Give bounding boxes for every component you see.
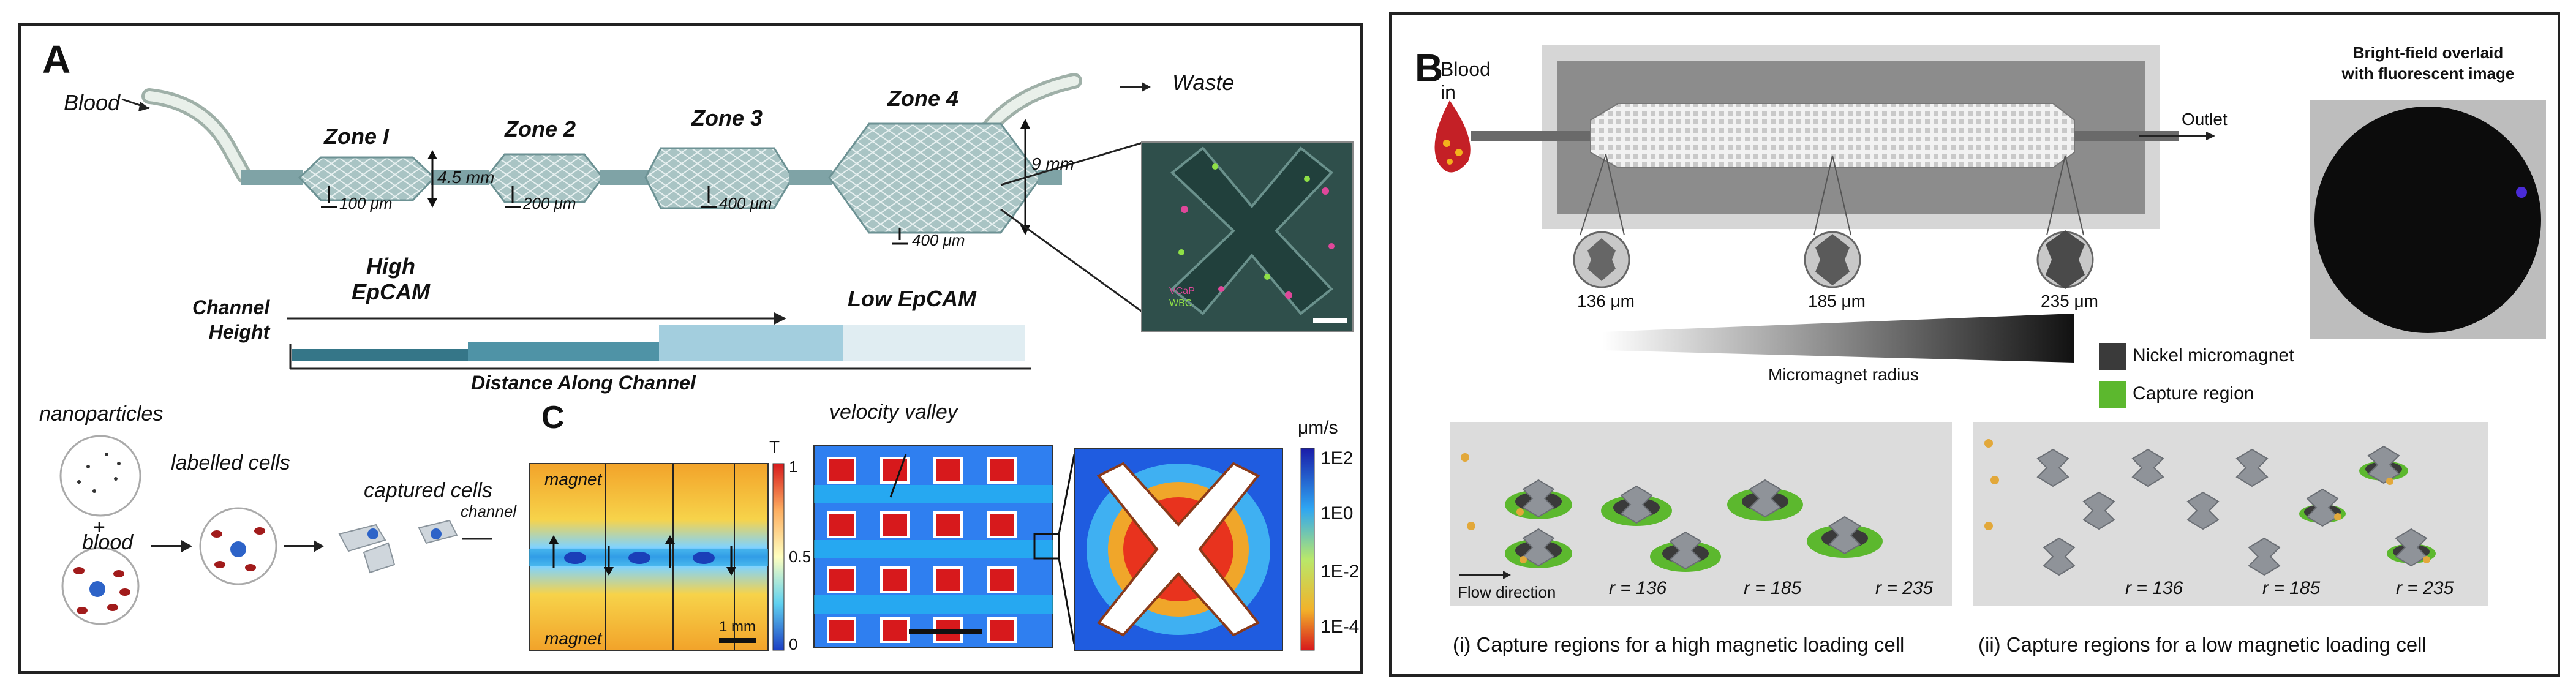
zone-3-label: Zone 3	[691, 105, 763, 130]
radius-235-label: 235 μm	[2041, 291, 2098, 310]
colorbar-t-unit: T	[769, 437, 780, 456]
r-label: r = 136	[2125, 578, 2183, 598]
colorbar-t-tick: 0.5	[789, 547, 812, 566]
channel-label: channel	[461, 502, 517, 520]
captured-cells-label: captured cells	[364, 479, 492, 502]
labelled-cells-label: labelled cells	[171, 451, 290, 475]
zone-2-label: Zone 2	[505, 116, 576, 141]
scale-bar-label: 1 mm	[719, 618, 756, 635]
micro-legend-vcap: VCaP	[1169, 286, 1195, 296]
plus-label: +	[93, 516, 105, 539]
magnet-bottom-label: magnet	[544, 629, 602, 648]
legend-item-capture-region: Capture region	[2133, 383, 2254, 404]
blood-in-label: Blood in	[1441, 58, 1491, 103]
nanoparticles-label: nanoparticles	[39, 402, 164, 426]
panel-a-letter: A	[42, 37, 71, 81]
panel-a: A Blood Waste	[18, 23, 1363, 674]
micro-legend-wbc: WBC	[1169, 298, 1192, 309]
blood-small-label: blood	[82, 531, 134, 554]
panel-b-letter: B	[1415, 46, 1444, 90]
channel-height-label: Channel Height	[192, 296, 270, 343]
blood-label: Blood	[64, 90, 121, 115]
flow-direction-label: Flow direction	[1458, 583, 1556, 601]
chip-diagram	[59, 73, 1354, 651]
micromagnet-radius-label: Micromagnet radius	[1768, 365, 1919, 384]
outlet-label: Outlet	[2182, 110, 2228, 129]
colorbar-v-tick: 1E2	[1320, 448, 1354, 468]
gap-label-3: 400 μm	[719, 194, 772, 212]
distance-label: Distance Along Channel	[471, 372, 696, 394]
caption-i: (i) Capture regions for a high magnetic …	[1453, 633, 1905, 656]
waste-label: Waste	[1172, 70, 1235, 95]
gap-label-2: 200 μm	[523, 194, 576, 212]
r-label: r = 235	[1875, 578, 1934, 598]
colorbar-v-unit: μm/s	[1298, 418, 1338, 438]
velocity-valley-label: velocity valley	[829, 400, 958, 424]
r-label: r = 185	[1744, 578, 1802, 598]
r-label: r = 136	[1609, 578, 1667, 598]
colorbar-t-tick: 0	[789, 635, 798, 653]
colorbar-v-tick: 1E0	[1320, 503, 1354, 524]
panel-c-letter: C	[541, 400, 565, 435]
high-epcam-label: High EpCAM	[352, 254, 430, 304]
device-diagram	[1434, 45, 2546, 606]
zone-4-label: Zone 4	[887, 86, 959, 111]
gap-label-4: 400 μm	[912, 231, 965, 249]
magnet-top-label: magnet	[544, 470, 602, 489]
height-label-large: 9 mm	[1031, 154, 1074, 173]
legend-item-nickel-micromagnet: Nickel micromagnet	[2133, 345, 2294, 366]
caption-ii: (ii) Capture regions for a low magnetic …	[1978, 633, 2427, 656]
brightfield-title: Bright-field overlaid with fluorescent i…	[2341, 43, 2515, 83]
panel-b: B	[1389, 12, 2560, 677]
low-epcam-label: Low EpCAM	[848, 286, 976, 311]
height-label-small: 4.5 mm	[437, 168, 495, 187]
colorbar-v-tick: 1E-2	[1320, 562, 1360, 582]
colorbar-v-tick: 1E-4	[1320, 617, 1360, 637]
gap-label-1: 100 μm	[339, 194, 393, 212]
colorbar-t-tick: 1	[789, 457, 798, 476]
radius-136-label: 136 μm	[1577, 291, 1635, 310]
r-label: r = 235	[2396, 578, 2454, 598]
zone-1-label: Zone I	[324, 124, 389, 149]
radius-185-label: 185 μm	[1808, 291, 1866, 310]
r-label: r = 185	[2262, 578, 2321, 598]
